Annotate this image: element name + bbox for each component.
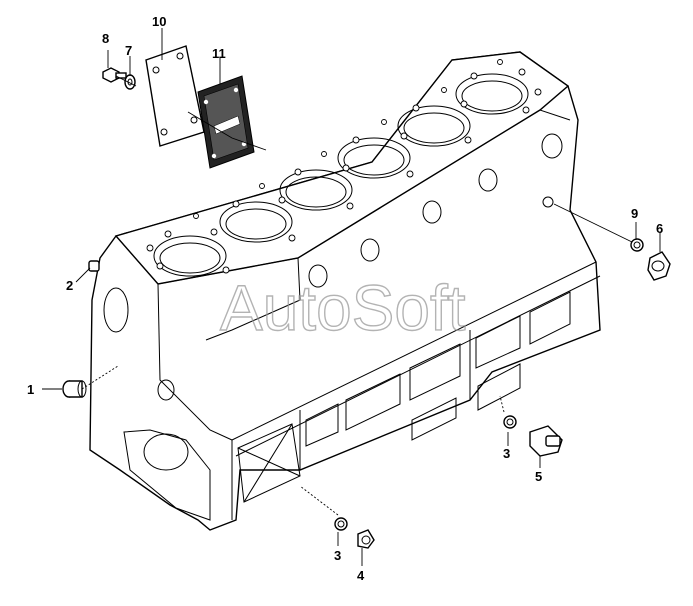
callout-8: 8 [102,31,109,46]
bore-5-inner [403,112,465,144]
callout-9: 9 [631,206,638,221]
plug-6-part [647,251,671,281]
bore-2-inner [225,208,287,240]
bore-2 [219,201,293,243]
deck-holes [146,59,542,274]
plug-1-part [62,380,87,398]
washer-3-lower-part [334,517,348,531]
gasket-part [197,75,255,169]
sender-5-part [529,425,563,457]
callout-11: 11 [212,46,226,61]
bore-6 [455,73,529,115]
bore-1 [153,235,227,277]
bore-3 [279,169,353,211]
callout-1: 1 [27,382,34,397]
callout-7: 7 [125,43,132,58]
bore-5 [397,105,471,147]
side-panels [305,291,571,447]
cylinder-bores [153,73,529,277]
callout-6: 6 [656,221,663,236]
leader-lines [42,28,661,566]
washer-7-part [124,74,136,90]
bore-4 [337,137,411,179]
bore-6-inner [461,80,523,112]
callout-2: 2 [66,278,73,293]
bore-3-inner [285,176,347,208]
side-lower-face [231,330,471,520]
washer-3-upper-part [503,415,517,429]
plug-4-part [357,529,375,549]
callout-3-upper: 3 [503,446,510,461]
front-lower-housing [103,287,211,521]
pan-rail [231,261,601,457]
callout-5: 5 [535,469,542,484]
callout-3-lower: 3 [334,548,341,563]
bolt-8-part [102,67,127,83]
callout-4: 4 [357,568,365,583]
callout-10: 10 [152,14,166,29]
callouts: 1 2 3 3 4 5 6 7 8 9 10 11 [27,14,663,583]
bore-4-inner [343,144,405,176]
bore-1-inner [159,242,221,274]
washer-9-part [630,238,644,252]
watermark: AutoSoft [220,272,466,344]
cross-brace [237,423,301,503]
side-bosses [308,133,563,288]
plug-2-part [88,260,100,272]
front-face [115,235,233,441]
cover-plate-part [145,45,205,147]
engine-block [89,51,601,531]
